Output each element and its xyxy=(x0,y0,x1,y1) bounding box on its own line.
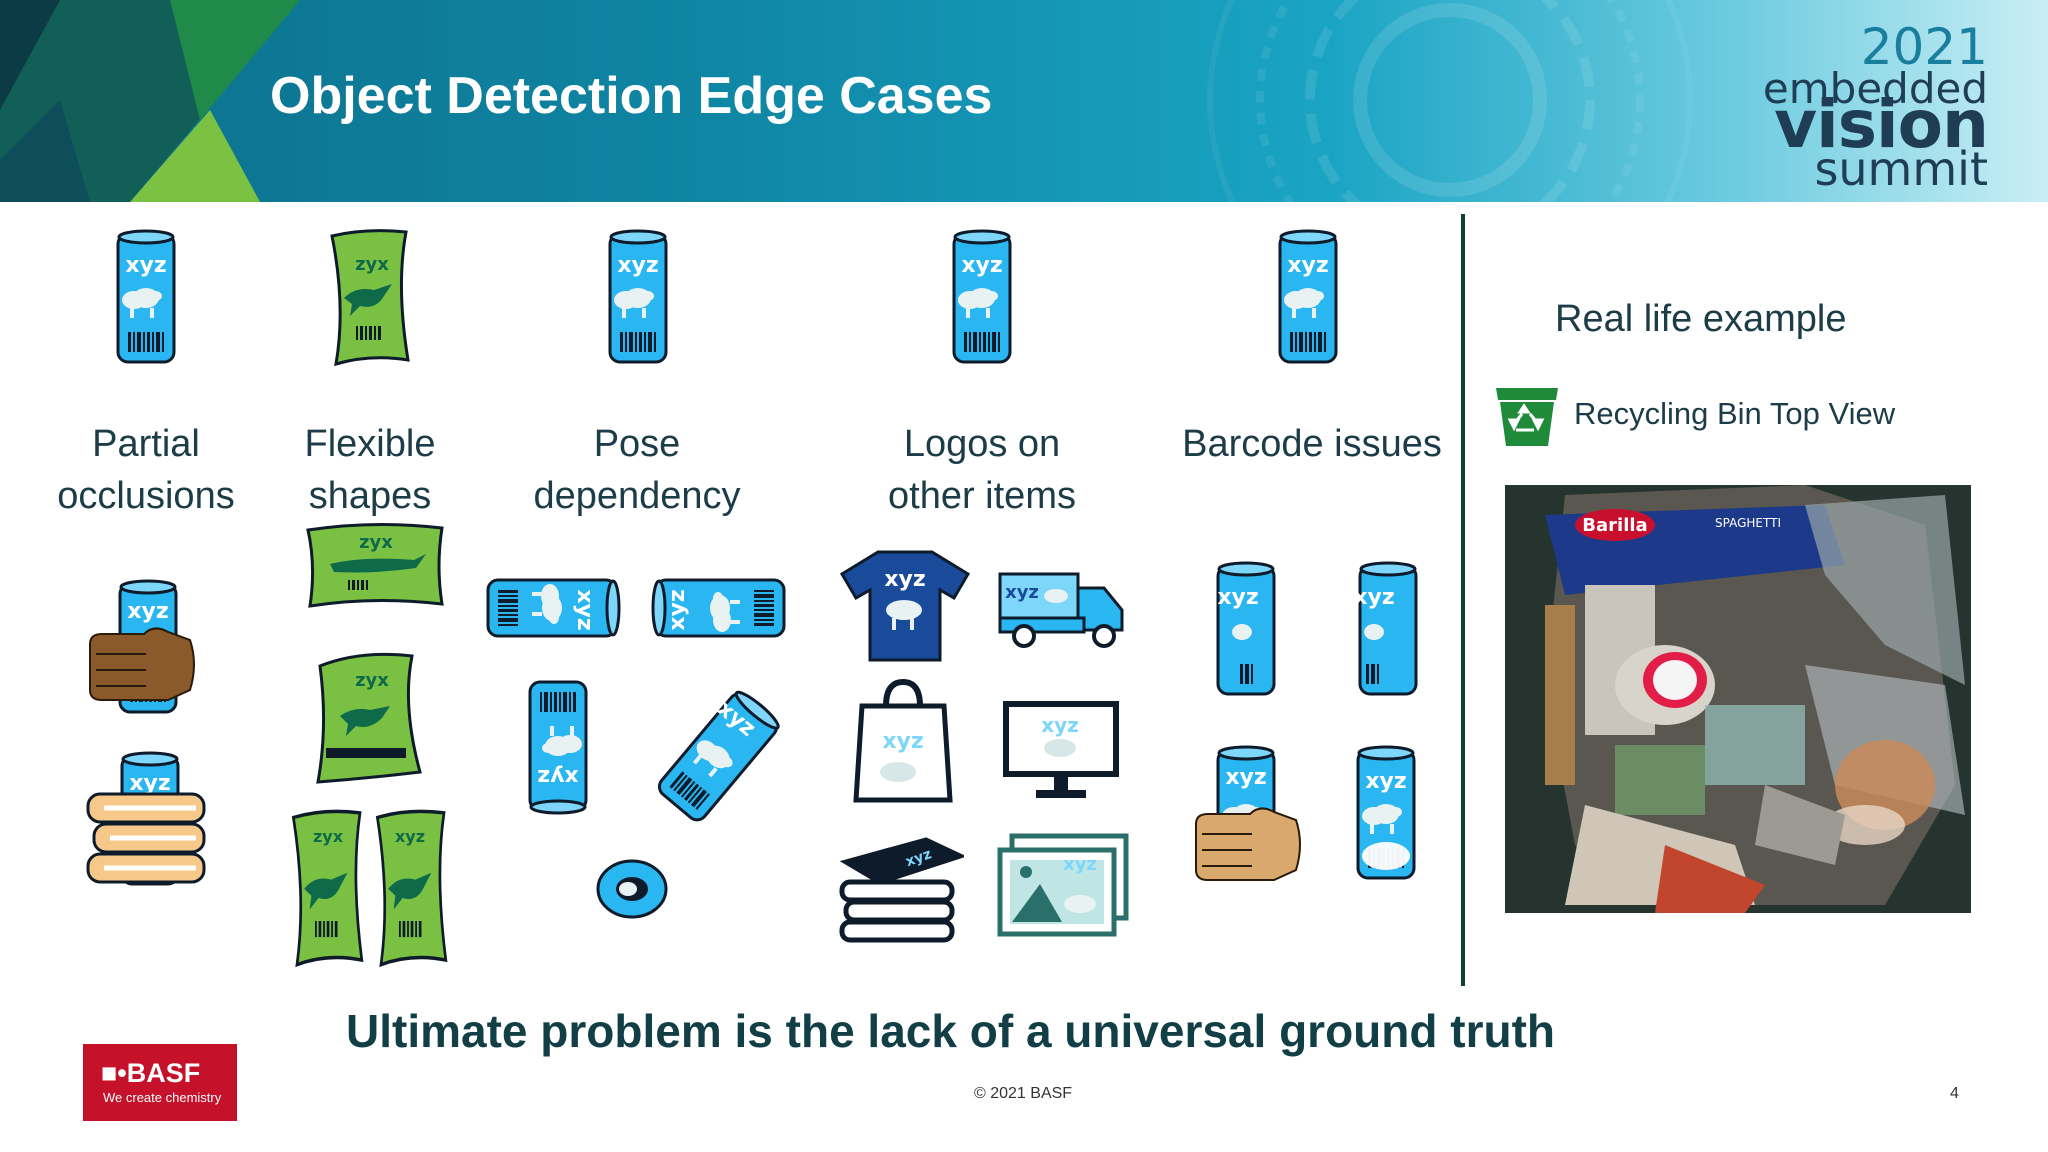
basf-logo: ■•BASF We create chemistry xyxy=(83,1044,237,1121)
svg-text:xyz: xyz xyxy=(1005,582,1039,603)
truck-icon: xyz xyxy=(998,572,1124,648)
can-icon: xyz xyxy=(608,229,668,364)
can-barcode-hand-icon: xyz xyxy=(1195,745,1301,881)
header-decoration xyxy=(0,0,300,202)
embedded-vision-summit-logo: 2021 embedded vision summit xyxy=(1763,14,2040,196)
can-upside-down-icon: xyz xyxy=(528,680,588,815)
can-icon: xyz xyxy=(1278,229,1338,364)
svg-text:xyz: xyz xyxy=(1063,854,1097,875)
header-rings-decoration xyxy=(1207,0,1693,202)
svg-text:xyz: xyz xyxy=(1287,253,1328,278)
svg-text:xyz: xyz xyxy=(1041,713,1079,737)
svg-text:xyz: xyz xyxy=(882,729,923,754)
svg-text:xyz: xyz xyxy=(1225,765,1266,790)
picture-frame-icon: xyz xyxy=(997,833,1129,937)
can-icon: xyz xyxy=(116,229,176,364)
can-tilted-icon: xyz xyxy=(653,686,785,826)
svg-text:xyz: xyz xyxy=(884,567,925,592)
svg-text:SPAGHETTI: SPAGHETTI xyxy=(1715,516,1781,530)
basf-logo-wordmark: ■•BASF xyxy=(101,1058,201,1088)
header-band: Object Detection Edge Cases 2021 embedde… xyxy=(0,0,2048,202)
category-flexible-shapes: Flexible shapes xyxy=(304,423,436,517)
svg-text:zyx: zyx xyxy=(359,532,393,553)
conclusion-statement: Ultimate problem is the lack of a univer… xyxy=(346,1005,1555,1057)
svg-text:xyz: xyz xyxy=(1217,585,1258,610)
tshirt-icon: xyz xyxy=(839,550,971,662)
basf-tagline: We create chemistry xyxy=(103,1090,222,1105)
crumpled-pouch-icon: zyx xyxy=(316,652,422,784)
occluded-can-books-icon: xyz xyxy=(86,751,206,886)
svg-text:xyz: xyz xyxy=(665,589,690,630)
slide-title: Object Detection Edge Cases xyxy=(270,67,993,125)
can-rotated-icon: xyz xyxy=(486,578,621,638)
can-rotated-icon: xyz xyxy=(651,578,786,638)
logo-line-3: summit xyxy=(1814,142,1988,196)
can-barcode-glare-icon: xyz xyxy=(1356,745,1416,880)
category-logos-on-other-items: Logos on other items xyxy=(888,423,1076,517)
can-barcode-cut-icon: xyz xyxy=(1358,561,1418,696)
pouch-icon: zyx xyxy=(330,229,410,366)
logo-line-1: embedded xyxy=(1762,64,1988,113)
monitor-icon: xyz xyxy=(1003,701,1119,798)
recycling-bin-icon xyxy=(1496,388,1558,446)
category-partial-occlusions: Partial occlusions xyxy=(57,423,235,517)
svg-text:zyx: zyx xyxy=(355,254,389,275)
svg-text:Barilla: Barilla xyxy=(1582,515,1647,536)
books-logo-icon: xyz xyxy=(839,837,964,943)
section-divider xyxy=(1461,214,1465,986)
svg-text:xyz: xyz xyxy=(961,253,1002,278)
svg-text:xyz: xyz xyxy=(537,764,578,789)
svg-text:xyz: xyz xyxy=(1358,585,1395,610)
folded-pouches-icon: zyx xyz xyxy=(291,809,448,967)
svg-text:zyx: zyx xyxy=(313,827,344,846)
can-barcode-hidden-icon: xyz xyxy=(1216,561,1276,696)
svg-text:xyz: xyz xyxy=(1365,769,1406,794)
flat-pouch-icon: zyx xyxy=(306,522,444,608)
logo-year: 2021 xyxy=(1860,18,1988,76)
svg-text:xyz: xyz xyxy=(395,827,425,846)
can-icon: xyz xyxy=(952,229,1012,364)
copyright-text: © 2021 BASF xyxy=(974,1085,1073,1102)
svg-text:zyx: zyx xyxy=(355,670,389,691)
recycling-bin-label: Recycling Bin Top View xyxy=(1574,396,1896,431)
can-top-view-icon xyxy=(596,859,668,919)
svg-text:xyz: xyz xyxy=(129,771,170,796)
logo-line-2: vision xyxy=(1774,86,1989,163)
real-life-example-heading: Real life example xyxy=(1555,298,1847,340)
category-pose-dependency: Pose dependency xyxy=(533,423,741,517)
shopping-bag-icon: xyz xyxy=(853,678,953,803)
svg-text:xyz: xyz xyxy=(617,253,658,278)
occluded-can-hand-icon: xyz xyxy=(89,579,195,714)
page-number: 4 xyxy=(1950,1085,1959,1102)
svg-text:xyz: xyz xyxy=(127,599,168,624)
recycling-bin-photo: Barilla SPAGHETTI xyxy=(1505,485,1971,913)
svg-text:xyz: xyz xyxy=(572,589,597,630)
svg-text:xyz: xyz xyxy=(125,253,166,278)
category-barcode-issues: Barcode issues xyxy=(1182,423,1442,465)
